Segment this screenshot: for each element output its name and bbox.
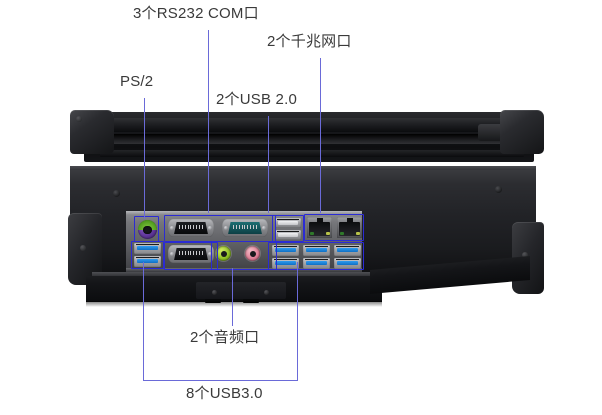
- usb-slot-line: [304, 246, 329, 248]
- db9-pins: [233, 225, 257, 230]
- callout-label-audio: 2个音频口: [190, 329, 260, 346]
- rj45-led-right: [325, 232, 330, 236]
- usb-tongue: [278, 232, 298, 237]
- highlight-serial: [164, 215, 276, 242]
- usb-slot-line: [304, 259, 329, 261]
- usb2-port: [275, 218, 301, 228]
- io-panel-bottom-rail: [126, 268, 362, 273]
- usb-tongue: [137, 258, 158, 264]
- bumper-dot: [522, 252, 528, 258]
- leader-line-usb30-left: [143, 262, 145, 381]
- ps2-port: [138, 220, 157, 239]
- bumper-dot: [76, 116, 82, 122]
- chassis-top-edge: [70, 166, 536, 172]
- device-lid-slot: [106, 134, 518, 144]
- device-lid-slot-lower: [100, 150, 524, 157]
- highlight-lan: [304, 214, 364, 241]
- usb-tongue: [137, 245, 158, 251]
- usb2-port: [275, 230, 301, 240]
- usb-tongue: [275, 247, 296, 253]
- usb-tongue: [278, 220, 298, 225]
- leader-line-ps2: [144, 98, 146, 219]
- callout-label-ps2: PS/2: [120, 73, 154, 90]
- usb-slot-line: [273, 246, 298, 248]
- db9-jackscrew: [262, 226, 266, 230]
- rj45-led-left: [339, 232, 344, 236]
- usb3-port: [334, 258, 361, 269]
- leader-line-usb20: [268, 116, 270, 213]
- audio-mic-in-jack: [245, 246, 260, 261]
- highlight-usb3-left: [131, 241, 164, 269]
- base-top-lip: [92, 272, 370, 277]
- usb3-port: [272, 258, 299, 269]
- usb-slot-line: [273, 259, 298, 261]
- leader-line-usb30-bracket: [143, 380, 298, 382]
- highlight-usb2: [272, 215, 304, 242]
- db9-jackscrew: [208, 252, 212, 256]
- bumper-dot: [80, 245, 86, 251]
- db9-pins: [179, 225, 203, 230]
- chassis-screw-right: [495, 186, 502, 193]
- usb-tongue: [306, 247, 327, 253]
- callout-label-lan: 2个千兆网口: [267, 33, 352, 50]
- rj45-notch: [346, 218, 353, 223]
- callout-label-usb20: 2个USB 2.0: [216, 91, 298, 108]
- db9-jackscrew: [170, 226, 174, 230]
- base-shadow: [86, 301, 382, 307]
- usb-slot-line: [335, 246, 360, 248]
- leader-line-usb30-right: [297, 262, 299, 381]
- usb3-port: [134, 243, 161, 254]
- usb-slot-line: [335, 259, 360, 261]
- usb-slot-line: [276, 219, 300, 221]
- db9-jackscrew: [224, 226, 228, 230]
- callout-label-rs232: 3个RS232 COM口: [133, 5, 259, 22]
- audio-line-out-jack: [216, 246, 231, 261]
- highlight-usb3-right: [268, 242, 364, 270]
- usb-tongue: [275, 260, 296, 266]
- serial-com-port: [168, 245, 214, 263]
- serial-com-port: [222, 219, 268, 237]
- rj45-cavity: [339, 221, 360, 236]
- usb3-port: [303, 258, 330, 269]
- base-screw: [264, 290, 269, 295]
- rj45-led-right: [355, 232, 360, 236]
- rj45-cavity: [309, 221, 330, 236]
- usb-slot-line: [135, 257, 160, 259]
- callout-label-usb30: 8个USB3.0: [186, 385, 263, 402]
- leader-line-rs232: [208, 30, 210, 213]
- rear-io-panel: [126, 211, 362, 273]
- usb3-port: [303, 245, 330, 256]
- lan-rj45-port: [307, 217, 332, 238]
- highlight-serial-2: [164, 242, 218, 270]
- db9-pins: [179, 251, 203, 256]
- highlight-ps2: [134, 216, 159, 242]
- io-panel-top-rail: [126, 211, 362, 215]
- base-mount-plate: [196, 282, 286, 299]
- usb-slot-line: [135, 244, 160, 246]
- chassis-screw-left: [113, 190, 120, 197]
- db9-jackscrew: [170, 252, 174, 256]
- usb3-port: [134, 256, 161, 267]
- usb-tongue: [306, 260, 327, 266]
- db9-jackscrew: [208, 226, 212, 230]
- usb-slot-line: [276, 231, 300, 233]
- leader-line-lan: [320, 58, 322, 213]
- bumper-top-right: [500, 110, 544, 154]
- rj45-notch: [316, 218, 323, 223]
- usb3-port: [272, 245, 299, 256]
- rj45-led-left: [309, 232, 314, 236]
- base-screw: [212, 290, 217, 295]
- device-lid-inner: [104, 118, 522, 132]
- usb3-port: [334, 245, 361, 256]
- highlight-audio: [211, 241, 277, 270]
- serial-com-port: [168, 219, 214, 237]
- lan-rj45-port: [337, 217, 362, 238]
- usb-tongue: [337, 260, 358, 266]
- leader-line-audio: [232, 268, 234, 326]
- bumper-top-left: [70, 110, 114, 154]
- usb-tongue: [337, 247, 358, 253]
